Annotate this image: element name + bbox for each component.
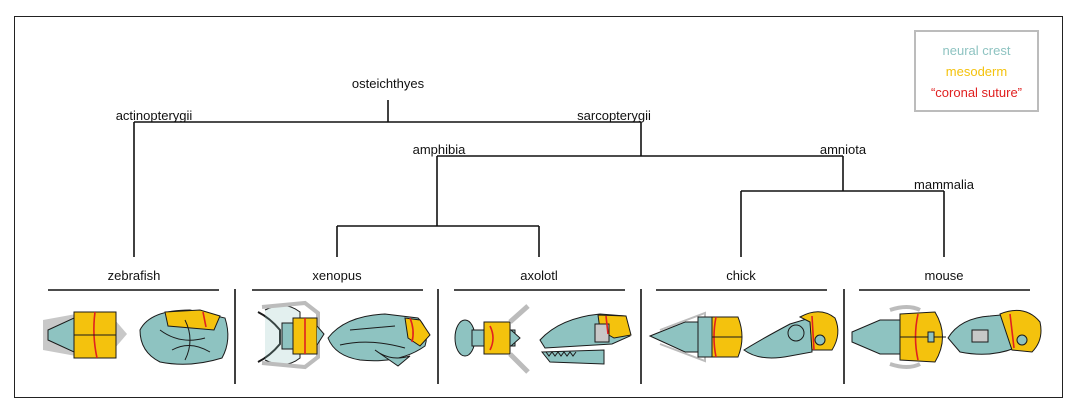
species-label-mouse: mouse xyxy=(924,268,963,283)
mouse-skull-dorsal xyxy=(852,307,946,367)
zebrafish-skull-dorsal xyxy=(43,312,127,358)
species-label-xenopus: xenopus xyxy=(312,268,361,283)
xenopus-skull-lateral xyxy=(328,314,430,366)
legend-item-mesoderm: mesoderm xyxy=(916,61,1037,82)
species-label-chick: chick xyxy=(726,268,756,283)
clade-label-actinopterygii: actinopterygii xyxy=(116,108,193,123)
clade-label-amniota: amniota xyxy=(820,142,866,157)
xenopus-skull-dorsal xyxy=(258,303,324,367)
zebrafish-skull-lateral xyxy=(140,310,228,364)
clade-label-mammalia: mammalia xyxy=(914,177,974,192)
legend-item-coronal-suture: “coronal suture” xyxy=(916,82,1037,103)
clade-label-sarcopterygii: sarcopterygii xyxy=(577,108,651,123)
legend-item-neural-crest: neural crest xyxy=(916,40,1037,61)
chick-skull-dorsal xyxy=(650,313,742,361)
mouse-skull-lateral xyxy=(948,310,1041,354)
clade-label-osteichthyes: osteichthyes xyxy=(352,76,424,91)
clade-label-amphibia: amphibia xyxy=(413,142,466,157)
species-label-axolotl: axolotl xyxy=(520,268,558,283)
chick-skull-lateral xyxy=(744,312,838,358)
axolotl-skull-dorsal xyxy=(455,306,528,372)
species-label-zebrafish: zebrafish xyxy=(108,268,161,283)
axolotl-skull-lateral xyxy=(540,314,631,364)
color-legend: neural crest mesoderm “coronal suture” xyxy=(914,30,1039,112)
